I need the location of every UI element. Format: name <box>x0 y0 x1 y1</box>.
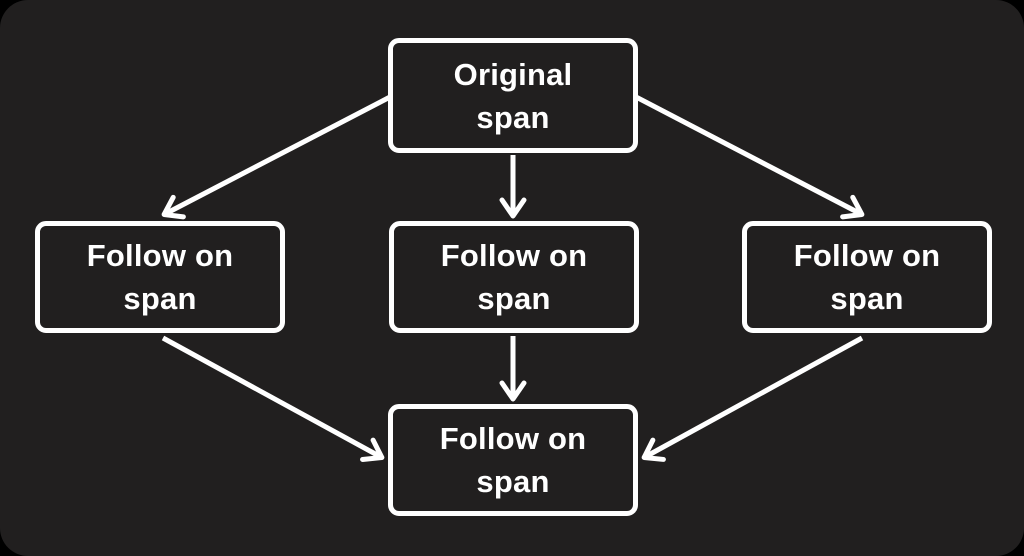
node-label-line: span <box>830 281 904 316</box>
node-follow-on-span-left: Follow on span <box>35 221 285 333</box>
node-label-line: Follow on <box>439 421 587 456</box>
node-label-line: span <box>123 281 197 316</box>
node-label-line: Follow on <box>86 238 234 273</box>
node-original-span: Original span <box>388 38 638 153</box>
node-label-line: span <box>476 99 550 135</box>
node-label-line: Follow on <box>793 238 941 273</box>
node-label-line: span <box>476 464 550 499</box>
node-label-line: Original <box>453 56 573 92</box>
node-follow-on-span-right: Follow on span <box>742 221 992 333</box>
node-label-line: Follow on <box>440 238 588 273</box>
node-label-line: span <box>477 281 551 316</box>
node-follow-on-span-center: Follow on span <box>389 221 639 333</box>
node-follow-on-span-final: Follow on span <box>388 404 638 516</box>
